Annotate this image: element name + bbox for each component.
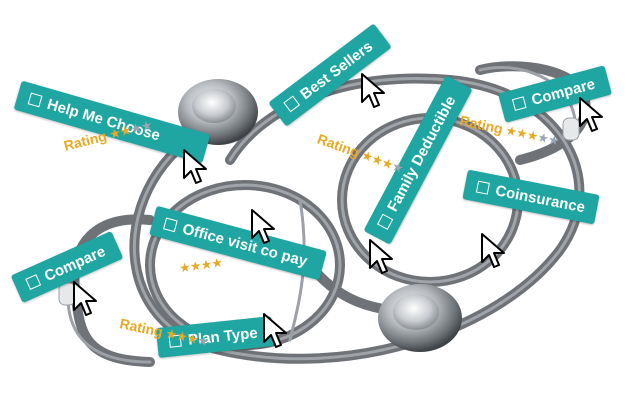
checkbox-icon[interactable] xyxy=(377,213,394,230)
star-icon: ★ xyxy=(190,260,202,274)
checkbox-icon[interactable] xyxy=(25,274,42,290)
mouse-pointer-icon xyxy=(251,209,275,244)
mouse-pointer-icon xyxy=(73,281,97,316)
mouse-pointer-icon xyxy=(369,239,393,274)
mouse-pointer-icon xyxy=(183,149,207,184)
checkbox-icon[interactable] xyxy=(27,92,43,108)
mouse-pointer-icon xyxy=(263,313,287,348)
chest-piece-top xyxy=(178,79,258,145)
checkbox-icon[interactable] xyxy=(283,95,301,113)
star-icon: ★ xyxy=(179,261,191,275)
star-icon: ★ xyxy=(211,257,223,271)
checkbox-icon[interactable] xyxy=(163,217,178,233)
ear-tip-right xyxy=(562,117,580,141)
checkbox-icon[interactable] xyxy=(511,96,527,111)
ear-tube-left xyxy=(66,298,152,364)
mouse-pointer-icon xyxy=(579,97,603,132)
mouse-pointer-icon xyxy=(361,73,385,108)
checkbox-icon[interactable] xyxy=(475,180,490,195)
mouse-pointer-icon xyxy=(481,233,505,268)
ear-tube-right xyxy=(478,65,577,122)
star-icon: ★ xyxy=(200,258,213,272)
chest-piece-bottom xyxy=(378,284,462,352)
